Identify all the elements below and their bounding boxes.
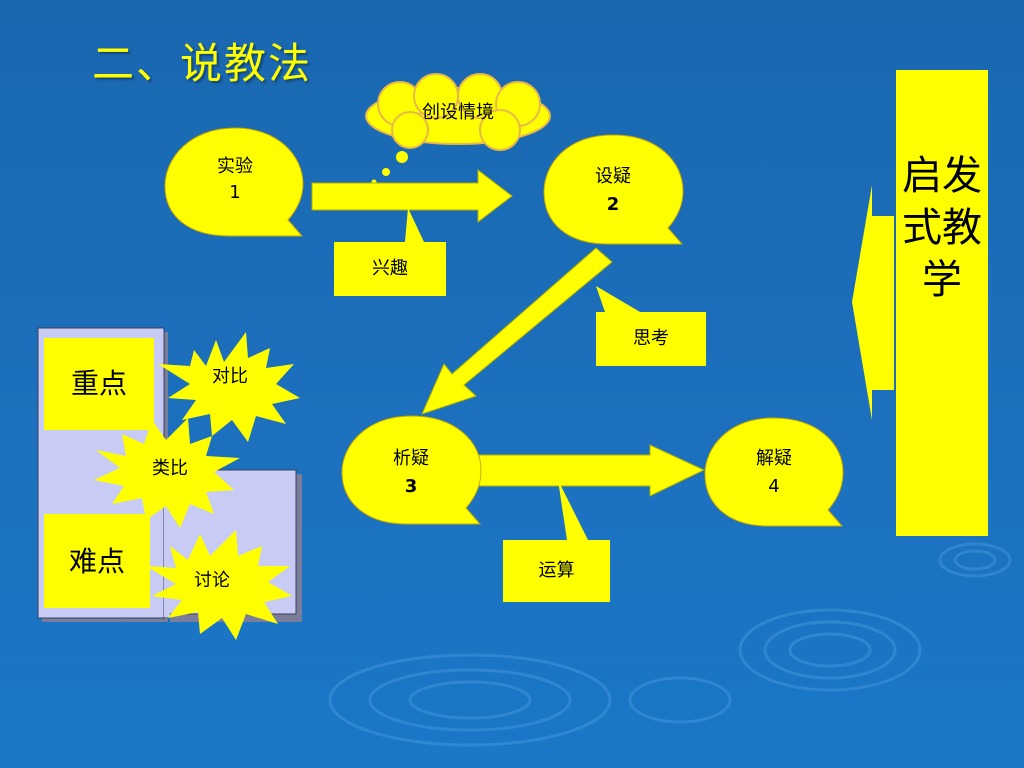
zhongdian-label: 重点	[70, 367, 127, 400]
burst-taolun	[146, 530, 292, 640]
node-1-label: 实验	[217, 156, 253, 177]
callout-yunsuan: 运算	[538, 560, 575, 581]
node-shape-3	[341, 415, 482, 525]
node-1-number: 1	[229, 182, 241, 203]
callout-pointer-sikao	[596, 286, 640, 312]
page-title: 二、说教法	[92, 39, 313, 88]
node-shape-1	[164, 127, 304, 237]
callout-pointer-xingqu	[405, 208, 424, 242]
node-4-label: 解疑	[756, 448, 792, 469]
burst-duibi-label: 对比	[212, 366, 248, 387]
cloud-label: 创设情境	[422, 102, 494, 123]
node-shape-4	[704, 417, 844, 527]
node-3-number: 3	[404, 476, 418, 497]
nandian-label: 难点	[68, 545, 125, 578]
callout-sikao: 思考	[633, 328, 669, 349]
burst-taolun-label: 讨论	[194, 570, 230, 591]
node-4-number: 4	[768, 476, 780, 497]
burst-leibi-label: 类比	[152, 458, 188, 479]
node-2-number: 2	[606, 194, 620, 215]
node-2-label: 设疑	[595, 166, 631, 187]
callout-box-xingqu	[334, 242, 446, 296]
callout-xingqu: 兴趣	[372, 258, 408, 279]
callout-box-sikao	[596, 312, 706, 366]
cloud-shape	[365, 73, 551, 151]
arrow-1-to-2	[311, 168, 513, 224]
node-3-label: 析疑	[393, 448, 429, 469]
side-banner-box	[896, 70, 988, 536]
thought-bubble-dot	[382, 168, 390, 176]
ripple-decoration	[328, 542, 1012, 747]
side-banner-text: 启发式教学	[902, 153, 982, 303]
arrow-2-to-3	[421, 247, 613, 415]
burst-duibi	[158, 332, 300, 442]
callout-box-yunsuan	[503, 540, 610, 602]
node-shape-2	[543, 134, 684, 245]
arrow-3-to-4	[477, 444, 706, 497]
callout-pointer-yunsuan	[558, 480, 588, 540]
side-banner-arrow	[852, 185, 894, 420]
burst-leibi	[94, 418, 240, 528]
thought-bubble-dot	[396, 151, 408, 163]
